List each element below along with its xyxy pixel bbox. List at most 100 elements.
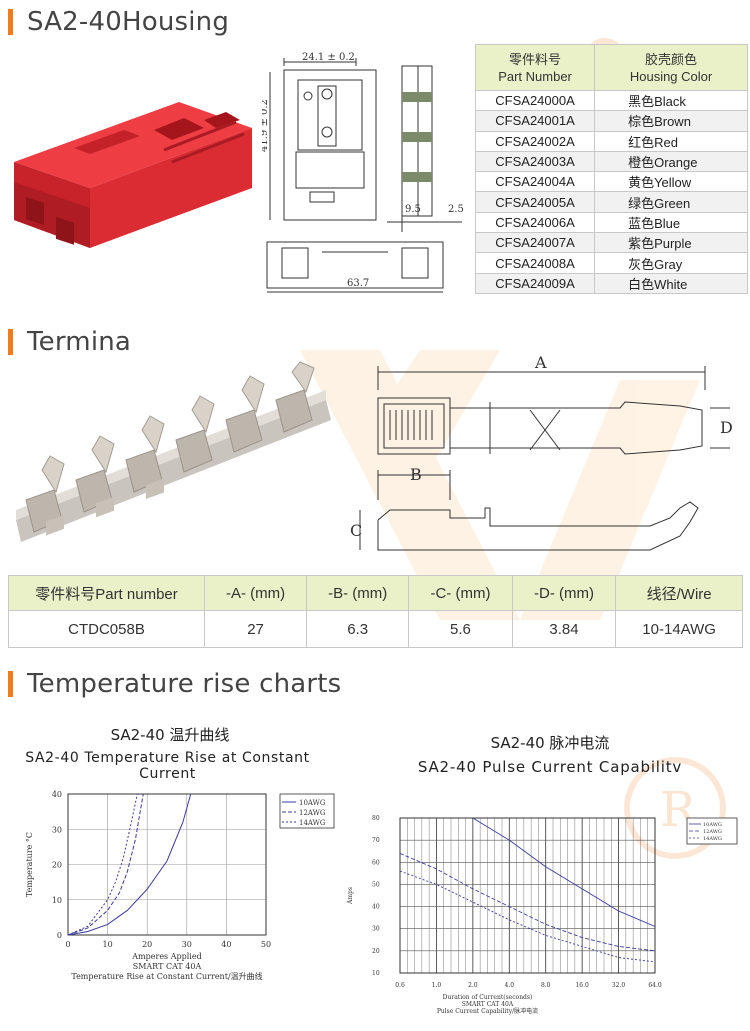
housing-product-image xyxy=(14,102,252,248)
x-tick-label: 16.0 xyxy=(575,982,589,989)
x-tick-label: 0 xyxy=(65,940,70,949)
part-cell: CFSA24007A xyxy=(474,232,596,254)
temperature-section-header: Temperature rise charts xyxy=(8,668,341,700)
label-a: A xyxy=(534,353,547,372)
chart-caption: SMART CAT 40A xyxy=(462,1001,514,1008)
color-cell: 红色Red xyxy=(594,130,748,152)
temperature-section-title: Temperature rise charts xyxy=(27,669,342,699)
label-b: B xyxy=(410,465,422,484)
legend-box xyxy=(279,793,335,829)
housing-section-header: SA2-40Housing xyxy=(8,6,229,38)
color-cell: 白色White xyxy=(594,272,748,294)
x-tick-label: 20 xyxy=(142,940,152,949)
term-part: CTDC058B xyxy=(8,610,205,648)
x-tick-label: 8.0 xyxy=(541,982,551,989)
y-tick-label: 0 xyxy=(57,931,62,940)
color-cell: 绿色Green xyxy=(594,191,748,213)
x-axis-label: Duration of Current(seconds) xyxy=(443,994,533,1001)
x-tick-label: 0.6 xyxy=(395,982,405,989)
series-line-10awg xyxy=(67,793,192,936)
plot-frame xyxy=(67,793,267,936)
label-c: C xyxy=(350,521,362,540)
color-cell: 黄色Yellow xyxy=(594,171,748,193)
series-line-10awg xyxy=(472,817,656,927)
y-tick-label: 10 xyxy=(372,970,380,977)
label-d: D xyxy=(720,418,733,437)
plot-frame xyxy=(399,817,656,974)
y-tick-label: 70 xyxy=(372,837,380,844)
color-cell: 黑色Black xyxy=(594,89,748,112)
part-cell: CFSA24005A xyxy=(474,191,596,213)
side-dimension-1: 9.5 xyxy=(405,204,421,215)
section-accent-bar xyxy=(8,9,13,35)
chart2-title: SA2-40 Pulse Current Capabilitv xyxy=(417,758,683,776)
legend-label: 14AWG xyxy=(299,819,326,827)
series-line-12awg xyxy=(399,853,656,952)
series-line-12awg xyxy=(67,793,144,936)
x-tick-label: 50 xyxy=(261,940,271,949)
legend-label: 12AWG xyxy=(703,829,722,835)
housing-technical-drawing: 24.1 ± 0.2 41.9 ± 0.2 9.5 2.5 63.7 xyxy=(262,52,464,293)
color-cell: 紫色Purple xyxy=(594,232,748,254)
part-cell: CFSA24009A xyxy=(474,272,596,294)
part-cell: CFSA24008A xyxy=(474,252,596,274)
part-cell: CFSA24001A xyxy=(474,110,596,132)
x-tick-label: 4.0 xyxy=(505,982,515,989)
y-tick-label: 20 xyxy=(52,861,62,870)
term-header-part: 零件料号Part number xyxy=(8,575,205,611)
y-tick-label: 50 xyxy=(372,881,380,888)
series-line-14awg xyxy=(399,870,656,963)
color-cell: 灰色Gray xyxy=(594,252,748,274)
part-cell: CFSA24002A xyxy=(474,130,596,152)
y-tick-label: 30 xyxy=(52,825,62,834)
part-cell: CFSA24000A xyxy=(474,89,596,112)
chart2-title-cn: SA2-40 脉冲电流 xyxy=(490,734,610,752)
term-d: 3.84 xyxy=(511,610,617,648)
term-header-b: -B- (mm) xyxy=(306,575,410,611)
term-header-a: -A- (mm) xyxy=(203,575,308,611)
x-tick-label: 32.0 xyxy=(612,982,626,989)
table-row: CTDC058B 27 6.3 5.6 3.84 10-14AWG xyxy=(8,610,743,648)
y-tick-label: 60 xyxy=(372,859,380,866)
term-header-d: -D- (mm) xyxy=(511,575,617,611)
chart1-title: SA2-40 Temperature Rise at Constant Curr… xyxy=(25,750,310,782)
terminal-strip-image xyxy=(16,361,331,542)
x-tick-label: 10 xyxy=(103,940,113,949)
section-accent-bar xyxy=(8,329,13,355)
terminal-section-header: Termina xyxy=(8,326,131,358)
y-axis-label: Temperature °C xyxy=(25,832,34,897)
x-tick-label: 30 xyxy=(182,940,192,949)
term-b: 6.3 xyxy=(306,610,410,648)
terminal-technical-drawing: A B C D xyxy=(350,353,733,551)
x-tick-label: 64.0 xyxy=(648,982,662,989)
term-c: 5.6 xyxy=(408,610,513,648)
y-axis-label: Amps xyxy=(347,887,354,905)
terminal-spec-table: 零件料号Part number -A- (mm) -B- (mm) -C- (m… xyxy=(8,575,743,648)
part-cell: CFSA24006A xyxy=(474,211,596,234)
legend-label: 10AWG xyxy=(299,799,326,807)
chart-caption: Pulse Current Capability/脉冲电流 xyxy=(437,1007,538,1015)
y-tick-label: 40 xyxy=(372,904,380,911)
legend-label: 12AWG xyxy=(299,809,326,817)
part-cell: CFSA24004A xyxy=(474,171,596,193)
chart-caption: SMART CAT 40A xyxy=(133,962,202,971)
chart-caption: Temperature Rise at Constant Current/温升曲… xyxy=(71,971,262,981)
width-dimension: 24.1 ± 0.2 xyxy=(302,52,355,63)
terminal-section-title: Termina xyxy=(27,327,132,357)
color-cell: 棕色Brown xyxy=(594,110,748,132)
legend-label: 10AWG xyxy=(703,822,722,828)
color-cell: 橙色Orange xyxy=(594,150,748,173)
y-tick-label: 10 xyxy=(52,896,62,905)
